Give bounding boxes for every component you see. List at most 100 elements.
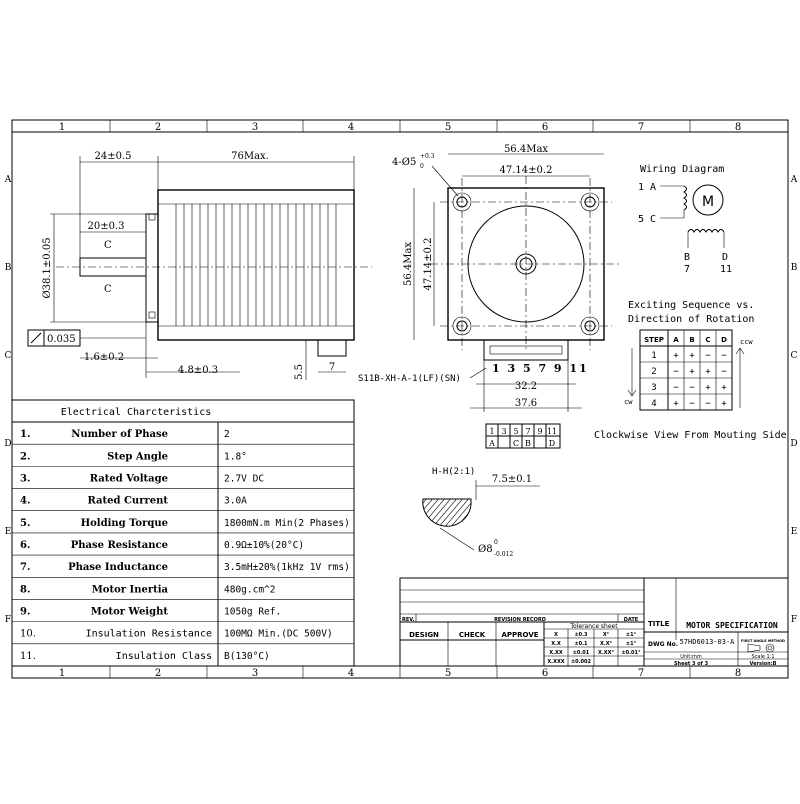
tolerance-cell: ±0.3 — [574, 632, 588, 638]
electrical-row-name: Rated Voltage — [90, 473, 168, 484]
shaft-section — [422, 498, 472, 527]
wire-label-5c: 5 C — [638, 214, 656, 225]
electrical-row-number: 3. — [20, 473, 30, 484]
grid-col-label: 8 — [735, 122, 741, 133]
coil-ac — [683, 185, 687, 211]
grid-row-label: F — [791, 615, 797, 625]
grid-col-label: 7 — [638, 668, 644, 679]
exciting-title-1: Exciting Sequence vs. — [628, 300, 754, 311]
wiring-diagram: Wiring Diagram M 1 A 5 C B 7 D 11 — [638, 164, 732, 275]
dim-pilot-diameter: Ø38.1±0.05 — [42, 237, 53, 298]
electrical-row-number: 9. — [20, 607, 30, 618]
cw-label: cw — [624, 398, 633, 406]
grid-col-label: 5 — [445, 668, 451, 679]
grid-row-label: D — [4, 439, 11, 449]
exciting-header: D — [721, 336, 727, 344]
electrical-row-name: Number of Phase — [71, 429, 168, 440]
dim-flange-offset: 24±0.5 — [94, 151, 131, 162]
grid-row-label: B — [5, 263, 12, 273]
grid-col-label: 6 — [542, 122, 548, 133]
grid-row-label: E — [5, 527, 12, 537]
electrical-row-value: 0.9Ω±10%(20°C) — [224, 540, 304, 551]
hole-spec: 4-Ø5 — [392, 157, 416, 168]
tolerance-cell: ±1° — [626, 641, 637, 647]
electrical-row-value: 2.7V DC — [224, 473, 264, 484]
exciting-cell: + — [705, 367, 711, 377]
unit-label: Unit:mm — [680, 654, 702, 660]
pin-phase: A — [488, 439, 495, 448]
electrical-row-number: 10. — [20, 629, 36, 640]
front-view: 56.4Max 47.14±0.2 4-Ø5 +0.3 0 56.4Max 47… — [358, 144, 622, 412]
exciting-cell: − — [673, 383, 679, 393]
dim-shaft-offset: 4.8±0.3 — [178, 365, 218, 376]
exciting-cell: 1 — [651, 351, 656, 361]
grid-col-label: 1 — [59, 668, 65, 679]
pin-phase: C — [513, 439, 519, 448]
electrical-row-value: 3.0A — [224, 496, 247, 507]
motor-body — [157, 189, 355, 341]
exciting-cell: − — [705, 399, 711, 409]
electrical-row-value: 100MΩ Min.(DC 500V) — [224, 629, 333, 640]
electrical-row-name: Insulation Resistance — [86, 629, 212, 640]
title-value: MOTOR SPECIFICATION — [686, 621, 778, 630]
electrical-row-name: Holding Torque — [81, 518, 168, 529]
grid-col-label: 3 — [252, 122, 258, 133]
electrical-row-number: 11. — [20, 651, 36, 662]
runout-value: 0.035 — [47, 334, 76, 345]
dim-connector-37: 37.6 — [515, 398, 537, 409]
electrical-row-number: 4. — [20, 496, 30, 507]
grid-col-label: 5 — [445, 122, 451, 133]
tolerance-cell: ±0.01° — [621, 650, 641, 656]
wire-label-7: 7 — [684, 264, 690, 275]
electrical-row-name: Phase Inductance — [68, 562, 168, 573]
electrical-row-name: Rated Current — [88, 496, 169, 507]
grid-col-label: 4 — [348, 668, 354, 679]
tolerance-cell: X.XX — [549, 650, 563, 656]
exciting-cell: − — [673, 367, 679, 377]
exciting-cell: 3 — [651, 383, 656, 393]
exciting-cell: 4 — [651, 399, 656, 409]
wire-label-1a: 1 A — [638, 182, 656, 193]
title-label: TITLE — [648, 620, 670, 628]
connector-label: S11B-XH-A-1(LF)(SN) — [358, 374, 461, 384]
exciting-cell: + — [689, 367, 695, 377]
dim-hole-spacing-y: 47.14±0.2 — [423, 238, 434, 291]
dim-5-5: 5.5 — [294, 364, 305, 380]
connector-side — [317, 339, 347, 357]
tolerance-cell: X.X° — [600, 641, 613, 647]
dwg-value: 57HD6013-03-A — [680, 638, 736, 646]
electrical-row-name: Phase Resistance — [71, 540, 168, 551]
grid-row-label: C — [5, 351, 12, 361]
electrical-row-name: Step Angle — [107, 451, 168, 462]
pin-number: 11 — [547, 427, 557, 436]
exciting-title-2: Direction of Rotation — [628, 314, 754, 325]
pilot-boss — [145, 213, 159, 323]
grid-row-label: F — [5, 615, 11, 625]
tolerance-cell: X.XX° — [598, 650, 614, 656]
datum-c-top: C — [104, 240, 112, 251]
grid-col-label: 4 — [348, 122, 354, 133]
dwg-label: DWG No. — [648, 641, 678, 648]
grid-col-label: 3 — [252, 668, 258, 679]
grid-row-label: B — [791, 263, 798, 273]
pin-number: 1 — [489, 427, 494, 436]
design-label: DESIGN — [409, 631, 439, 639]
datum-c-bottom: C — [104, 284, 112, 295]
tolerance-cell: X° — [603, 632, 610, 638]
exciting-header: A — [673, 336, 679, 344]
pin-number: 3 — [501, 427, 506, 436]
ccw-label: ccw — [740, 338, 753, 346]
connector-front — [483, 339, 569, 361]
dim-front-width: 56.4Max — [504, 144, 548, 155]
electrical-row-number: 2. — [20, 451, 30, 462]
grid-col-label: 2 — [155, 668, 161, 679]
motor-symbol-circle — [692, 184, 724, 216]
approve-label: APPROVE — [501, 631, 538, 639]
electrical-row-number: 6. — [20, 540, 30, 551]
electrical-row-value: B(130°C) — [224, 651, 270, 662]
dim-body-length: 76Max. — [231, 151, 269, 162]
tolerance-cell: ±1° — [626, 632, 637, 638]
revision-record-label: REVISION RECORD — [494, 617, 546, 623]
